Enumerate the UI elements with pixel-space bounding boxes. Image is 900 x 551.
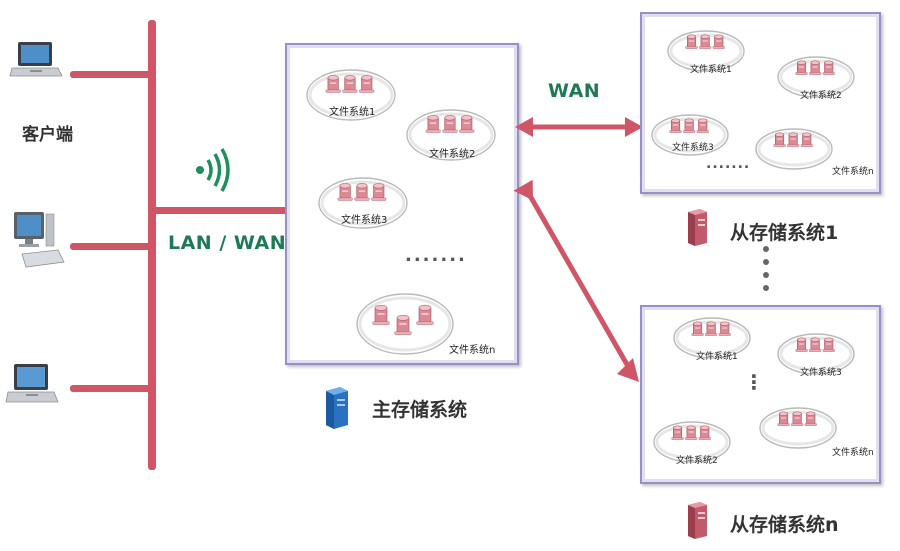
wan-link-arrow-slave1 [515,117,643,137]
bus-branch-client2 [70,243,152,250]
client-label: 客户端 [22,125,73,145]
file-system-n [758,403,838,453]
file-system-label: 文件系统n [832,448,874,458]
slave-storage-n-panel: 文件系统1 文件系统3 ⋮ 文件系统2 文件系统n [640,305,881,484]
ellipsis: ....... [405,245,467,266]
server-icon-red-n [688,502,707,539]
file-system-cluster-icon [318,177,408,229]
file-system-1: 文件系统1 [672,313,752,363]
file-system-label: 文件系统2 [800,91,842,101]
primary-storage-title: 主存储系统 [372,399,468,421]
file-system-1: 文件系统1 [305,65,397,125]
file-system-cluster-icon [759,407,837,449]
file-system-label: 文件系统1 [690,65,732,75]
file-system-label: 文件系统1 [329,107,376,118]
laptop-icon [9,42,63,77]
file-system-2: 文件系统2 [405,105,497,165]
file-system-label: 文件系统n [832,167,874,177]
ellipsis: ⋮ [744,370,764,394]
desktop-computer-icon [14,212,65,268]
file-system-3: 文件系统3 [650,110,730,160]
primary-storage-panel: 文件系统1 文件系统2 文件系统3 ....... 文件系统n [285,43,519,365]
wireless-signal-icon [196,148,230,192]
server-icon-red [688,209,707,246]
slave-storage-n-title: 从存储系统n [730,514,839,536]
slave-storage-1-title: 从存储系统1 [730,222,839,244]
file-system-3: 文件系统3 [317,173,409,233]
file-system-n [754,124,834,174]
file-system-label: 文件系统2 [429,149,476,160]
file-system-cluster-icon [777,333,855,375]
bus-branch-client1 [70,71,152,78]
file-system-cluster-icon [651,114,729,156]
wan-label: WAN [548,80,601,102]
file-system-label: 文件系统3 [341,215,388,226]
slave-storage-1-panel: 文件系统1 文件系统2 文件系统3 ....... 文件系统n [640,12,881,194]
ellipsis: ....... [706,156,751,172]
laptop-icon-2 [5,364,59,403]
file-system-label: 文件系统2 [676,456,718,466]
file-system-3: 文件系统3 [776,329,856,379]
bus-branch-primary [152,207,288,214]
file-system-cluster-icon [755,128,833,170]
server-icon-blue [326,387,348,429]
file-system-n [355,289,455,359]
file-system-label: 文件系统n [449,345,496,356]
file-system-1: 文件系统1 [666,26,746,76]
file-system-cluster-icon [653,421,731,463]
file-system-2: 文件系统2 [652,417,732,467]
vertical-ellipsis [763,246,769,291]
file-system-label: 文件系统3 [672,143,714,153]
file-system-label: 文件系统1 [696,352,738,362]
file-system-cluster-icon [667,30,745,72]
file-system-cluster-icon-large [356,293,454,355]
file-system-label: 文件系统3 [800,368,842,378]
lan-wan-label: LAN / WAN [168,232,287,254]
network-bus-vertical [148,20,156,470]
wan-link-arrow-slaven [513,179,639,382]
file-system-2: 文件系统2 [776,52,856,102]
file-system-cluster-icon [777,56,855,98]
file-system-cluster-icon [406,109,496,161]
file-system-cluster-icon [673,317,751,359]
bus-branch-client3 [70,385,152,392]
file-system-cluster-icon [306,69,396,121]
